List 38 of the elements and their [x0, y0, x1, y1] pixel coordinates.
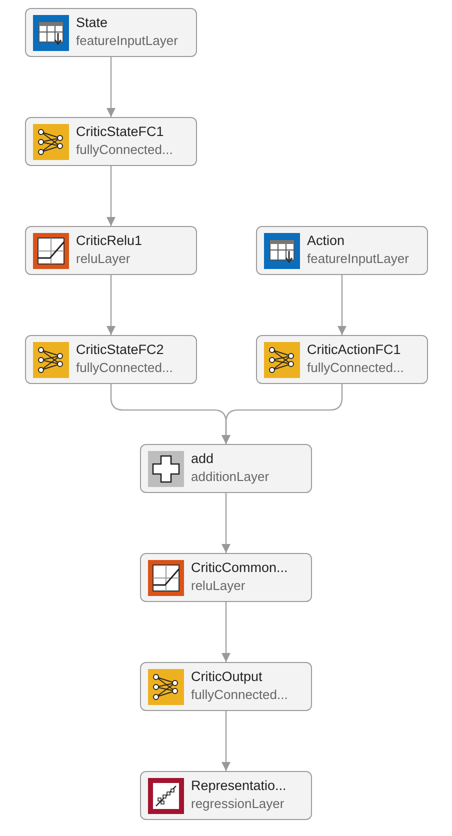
layer-name: CriticOutput [191, 669, 262, 685]
layer-type: fullyConnected... [76, 360, 173, 376]
layer-type: fullyConnected... [307, 360, 404, 376]
arrow [222, 493, 230, 553]
layer-type: reluLayer [191, 578, 246, 594]
arrow [338, 275, 346, 335]
layer-type: featureInputLayer [76, 33, 178, 49]
layer-type: reluLayer [76, 251, 130, 267]
layer-box [25, 226, 197, 275]
layer-box [256, 226, 428, 275]
arrow [106, 166, 116, 226]
arrow [106, 57, 116, 117]
layer-type: featureInputLayer [307, 251, 409, 267]
layer-box [140, 553, 312, 602]
arrow [222, 711, 230, 771]
layer-type: additionLayer [191, 469, 270, 485]
layer-name: CriticActionFC1 [307, 342, 401, 358]
layer-box [140, 444, 312, 493]
layer-name: CriticStateFC1 [76, 124, 164, 140]
layer-name: CriticRelu1 [76, 233, 142, 249]
layer-type: regressionLayer [191, 796, 284, 812]
layer-box [140, 662, 312, 711]
layer-name: Representatio... [191, 778, 286, 794]
layer-box [256, 335, 428, 384]
layer-type: fullyConnected... [191, 687, 288, 703]
arrow [222, 602, 230, 662]
layer-box [25, 8, 197, 57]
arrow [222, 384, 343, 444]
layer-box [25, 117, 197, 166]
layer-box [140, 771, 312, 820]
layer-name: CriticStateFC2 [76, 342, 164, 358]
layer-name: CriticCommon... [191, 560, 288, 576]
layer-type: fullyConnected... [76, 142, 173, 158]
layer-name: State [76, 15, 108, 31]
arrow [106, 275, 116, 335]
layer-name: add [191, 451, 214, 467]
layer-box [25, 335, 197, 384]
layer-name: Action [307, 233, 345, 249]
